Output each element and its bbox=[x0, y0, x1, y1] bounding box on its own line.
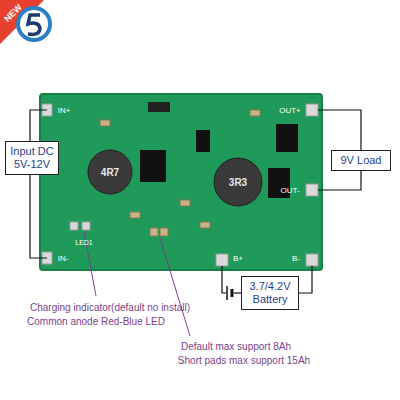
part-name: LED1 bbox=[75, 239, 93, 246]
callout-note: Short pads max support 15Ah bbox=[178, 355, 310, 366]
inductor-3r3 bbox=[214, 158, 262, 206]
ic-chips bbox=[140, 124, 298, 198]
inductor-marking: 4R7 bbox=[101, 167, 119, 178]
inductor-4r7 bbox=[88, 150, 132, 194]
pin-name: IN- bbox=[58, 254, 69, 263]
pin-name: B+ bbox=[233, 254, 243, 263]
pcb-board bbox=[40, 94, 322, 270]
inductor-marking: 3R3 bbox=[229, 177, 247, 188]
box-text: 9V Load bbox=[334, 154, 388, 167]
logo-ring bbox=[18, 8, 50, 40]
badge-text: NEW bbox=[2, 2, 24, 24]
battery-symbol bbox=[227, 286, 232, 300]
smd-parts bbox=[100, 110, 260, 236]
pin-name: OUT- bbox=[280, 186, 299, 195]
pin-name: B- bbox=[292, 254, 300, 263]
pin-name: IN+ bbox=[58, 106, 71, 115]
callout-box: 9V Load bbox=[331, 150, 391, 171]
logo-mark bbox=[28, 15, 40, 34]
callout-box: 3.7/4.2V Battery bbox=[241, 276, 299, 310]
callout-note: Common anode Red-Blue LED bbox=[27, 316, 165, 327]
wires bbox=[30, 110, 361, 293]
callout-box: Input DC 5V-12V bbox=[5, 141, 59, 175]
callout-note: Default max support 8Ah bbox=[181, 341, 291, 352]
box-text: Input DC 5V-12V bbox=[8, 145, 56, 171]
box-text: 3.7/4.2V Battery bbox=[244, 280, 296, 306]
diode bbox=[148, 102, 170, 112]
solder-pads bbox=[42, 104, 318, 266]
pin-name: OUT+ bbox=[279, 106, 301, 115]
callout-note: Charging indicator(default no install) bbox=[30, 302, 190, 313]
